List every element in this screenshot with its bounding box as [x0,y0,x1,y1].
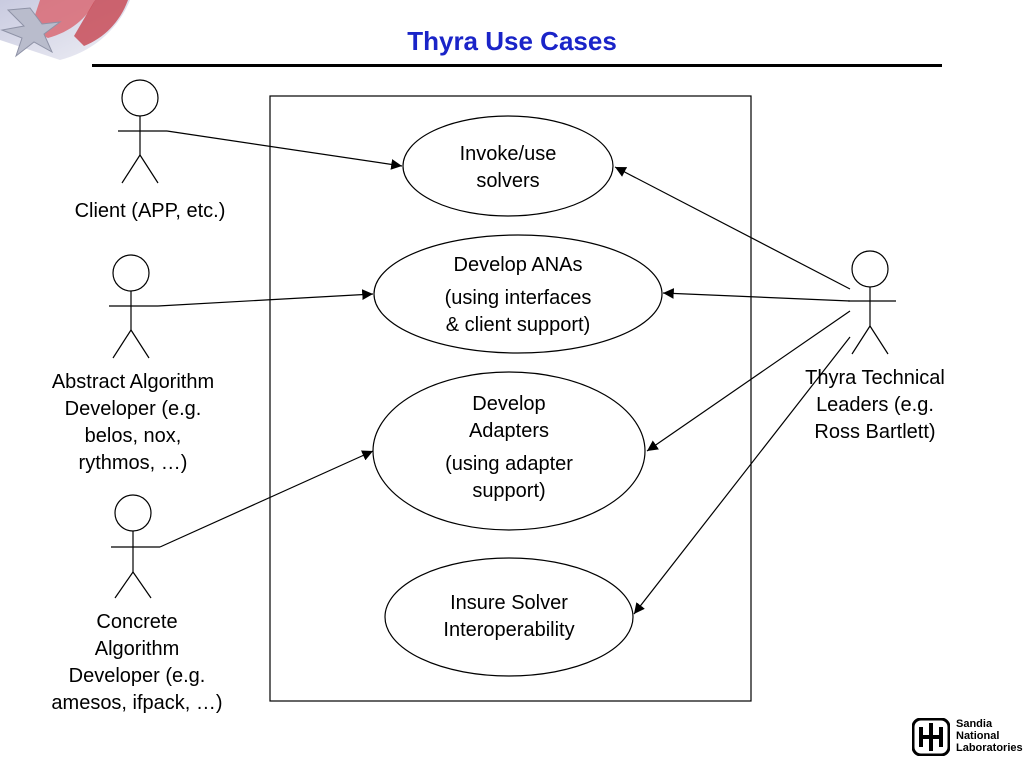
slide-title: Thyra Use Cases [407,26,617,56]
logo-line: Laboratories [956,742,1023,754]
association-client-invoke [166,130,403,170]
association-abstract-anas [157,289,374,307]
actor-technical-leaders[interactable] [848,250,896,355]
use-case-label-line: (using interfaces [444,287,592,309]
use-case-label-line: Interoperability [443,619,575,641]
logo-wordmark: Sandia National Laboratories [956,718,1023,754]
actor-label-client: Client (APP, etc.) [74,200,226,222]
use-case-label-line: (using adapter [445,453,573,475]
actor-client[interactable] [118,79,167,184]
association-leaders-interoperability [633,336,851,615]
use-case-label-line: & client support) [445,314,591,336]
use-case-invoke-solvers[interactable] [402,115,614,217]
corner-flag-art [0,0,130,60]
association-leaders-adapters [646,310,851,452]
title-divider [92,64,942,67]
use-case-label-insure-interoperability: Insure Solver Interoperability [399,590,619,644]
use-case-label-line: Develop [472,393,546,415]
use-case-label-line: Develop ANAs [453,254,583,276]
actor-label-technical-leaders: Thyra Technical Leaders (e.g. Ross Bartl… [805,367,945,443]
association-leaders-anas [662,288,851,302]
use-case-label-line: solvers [476,170,540,192]
use-case-label-develop-anas: Develop ANAs (using interfaces & client … [383,252,653,339]
use-case-develop-anas[interactable] [373,234,663,354]
actor-concrete-developer[interactable] [111,494,160,599]
actor-abstract-developer[interactable] [109,254,158,359]
use-case-label-line: Adapters [468,420,550,442]
association-concrete-adapters [159,450,374,548]
logo-line: National [956,730,1000,742]
actor-label-concrete-developer: Concrete Algorithm Developer (e.g. ameso… [51,611,223,714]
association-leaders-invoke [614,166,851,290]
use-case-label-line: Invoke/use [459,143,557,165]
logo-line: Sandia [956,718,993,730]
actor-label-abstract-developer: Abstract Algorithm Developer (e.g. belos… [51,371,215,474]
sandia-logo: Sandia National Laboratories [912,716,1023,760]
system-boundary [269,95,752,702]
use-case-label-develop-adapters: Develop Adapters (using adapter support) [389,391,629,505]
use-case-label-invoke-solvers: Invoke/use solvers [408,141,608,195]
use-case-insure-interoperability[interactable] [384,557,634,677]
thunderbird-logo-icon [912,718,950,756]
use-case-label-line: Insure Solver [450,592,568,614]
use-case-label-line: support) [472,480,546,502]
